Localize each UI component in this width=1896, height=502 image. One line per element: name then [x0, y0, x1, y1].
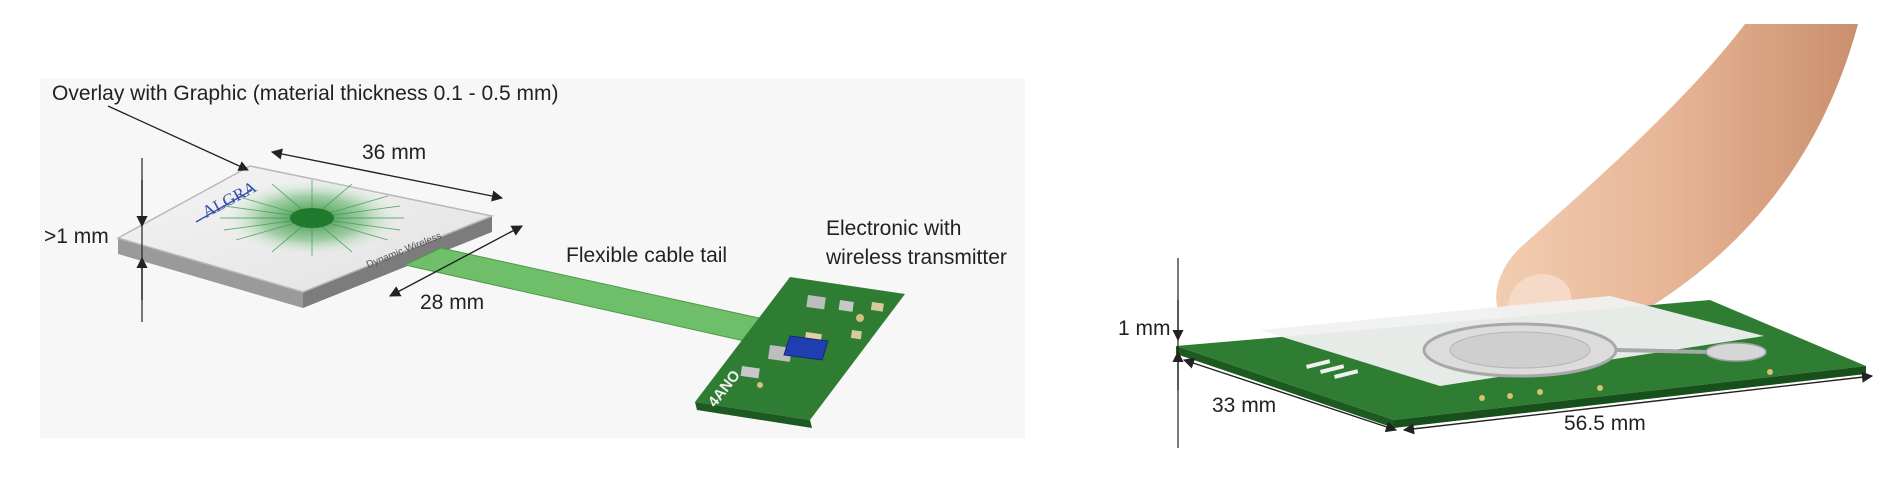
thickness-dimension-label: >1 mm — [44, 225, 109, 248]
sensor-trace — [1615, 348, 1707, 354]
pcb-board-edge — [695, 402, 812, 428]
blue-chip — [783, 335, 829, 361]
cable-label: Flexible cable tail — [566, 244, 728, 267]
electronic-label-line1: Electronic with — [826, 217, 962, 240]
logo-underline — [195, 189, 253, 223]
overlay-label: Overlay with Graphic (material thickness… — [52, 82, 559, 105]
dimension-33mm-line — [1182, 357, 1398, 433]
dimension-36mm-line — [270, 148, 504, 202]
dimension-28mm-line — [389, 225, 523, 297]
card-depth-label: 33 mm — [1212, 394, 1277, 417]
card-thickness-label: 1 mm — [1118, 317, 1171, 340]
overlay-panel-front-edge — [118, 238, 303, 308]
secondary-sensor-pad — [1705, 342, 1767, 362]
electronic-label-line2: wireless transmitter — [826, 246, 1007, 269]
dimension-56-5mm-line — [1402, 371, 1874, 435]
width-dimension-label: 36 mm — [362, 141, 427, 164]
depth-dimension-label: 28 mm — [420, 291, 485, 314]
finger-image — [1496, 24, 1858, 339]
overlay-leader-line — [107, 105, 249, 171]
touch-sensor-pad — [1449, 331, 1591, 369]
card-width-label: 56.5 mm — [1564, 412, 1646, 435]
